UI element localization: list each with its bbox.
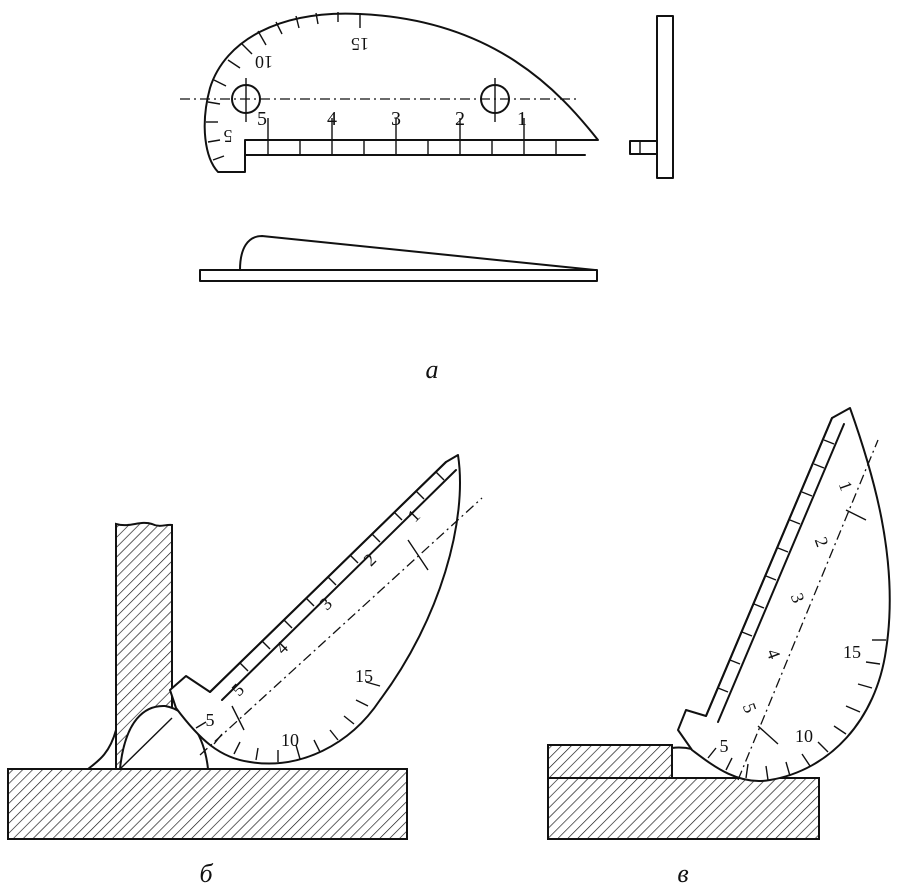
caption-v: в bbox=[677, 859, 688, 888]
a-arc-label-15: 15 bbox=[351, 34, 369, 54]
v-base-plate bbox=[547, 777, 820, 840]
a-scale-label-4: 4 bbox=[327, 108, 337, 130]
panel-b: 1 2 3 4 5 5 10 15 б bbox=[7, 454, 483, 888]
gauge-side-view bbox=[629, 15, 674, 179]
v-ruler-ticks bbox=[717, 439, 835, 693]
gauge-bottom-view bbox=[199, 235, 598, 282]
b-center-line bbox=[199, 497, 483, 756]
a-scale-label-2: 2 bbox=[455, 108, 465, 130]
ruler-ticks bbox=[267, 118, 557, 155]
arc-ticks bbox=[206, 12, 361, 161]
b-base-plate bbox=[7, 768, 408, 840]
v-center-line bbox=[737, 439, 879, 781]
caption-b: б bbox=[199, 859, 213, 888]
bottom-base bbox=[199, 269, 598, 282]
a-scale-label-5: 5 bbox=[257, 108, 267, 130]
b-arc-label-10: 10 bbox=[281, 730, 299, 750]
v-arc-label-10: 10 bbox=[795, 726, 813, 746]
panel-a: 5 4 3 2 1 5 10 15 а bbox=[180, 12, 674, 384]
v-arc-label-5: 5 bbox=[720, 736, 729, 756]
v-top-plate bbox=[547, 744, 673, 779]
side-plate bbox=[656, 15, 674, 179]
b-arc-ticks bbox=[195, 681, 381, 762]
v-arc-ticks bbox=[707, 639, 886, 781]
b-arc-label-5: 5 bbox=[206, 710, 215, 730]
v-arc-label-15: 15 bbox=[843, 642, 861, 662]
side-pin bbox=[629, 140, 658, 155]
gauge-outline bbox=[203, 12, 599, 173]
caption-a: а bbox=[426, 355, 439, 384]
panel-v: 1 2 3 4 5 5 10 15 в bbox=[547, 407, 891, 888]
b-arc-label-15: 15 bbox=[355, 666, 373, 686]
b-gauge: 1 2 3 4 5 5 10 15 bbox=[169, 454, 483, 765]
a-arc-label-5: 5 bbox=[224, 126, 233, 146]
bottom-profile bbox=[239, 235, 596, 271]
gauge-front-view: 5 4 3 2 1 5 10 15 bbox=[180, 12, 599, 173]
a-scale-label-1: 1 bbox=[517, 108, 527, 130]
a-scale-label-3: 3 bbox=[391, 108, 401, 130]
a-arc-label-10: 10 bbox=[255, 52, 273, 72]
v-gauge: 1 2 3 4 5 5 10 15 bbox=[677, 407, 891, 783]
v-gauge-outline bbox=[677, 407, 891, 783]
b-ruler-ticks bbox=[239, 471, 445, 672]
b-left-fillet bbox=[87, 729, 117, 770]
